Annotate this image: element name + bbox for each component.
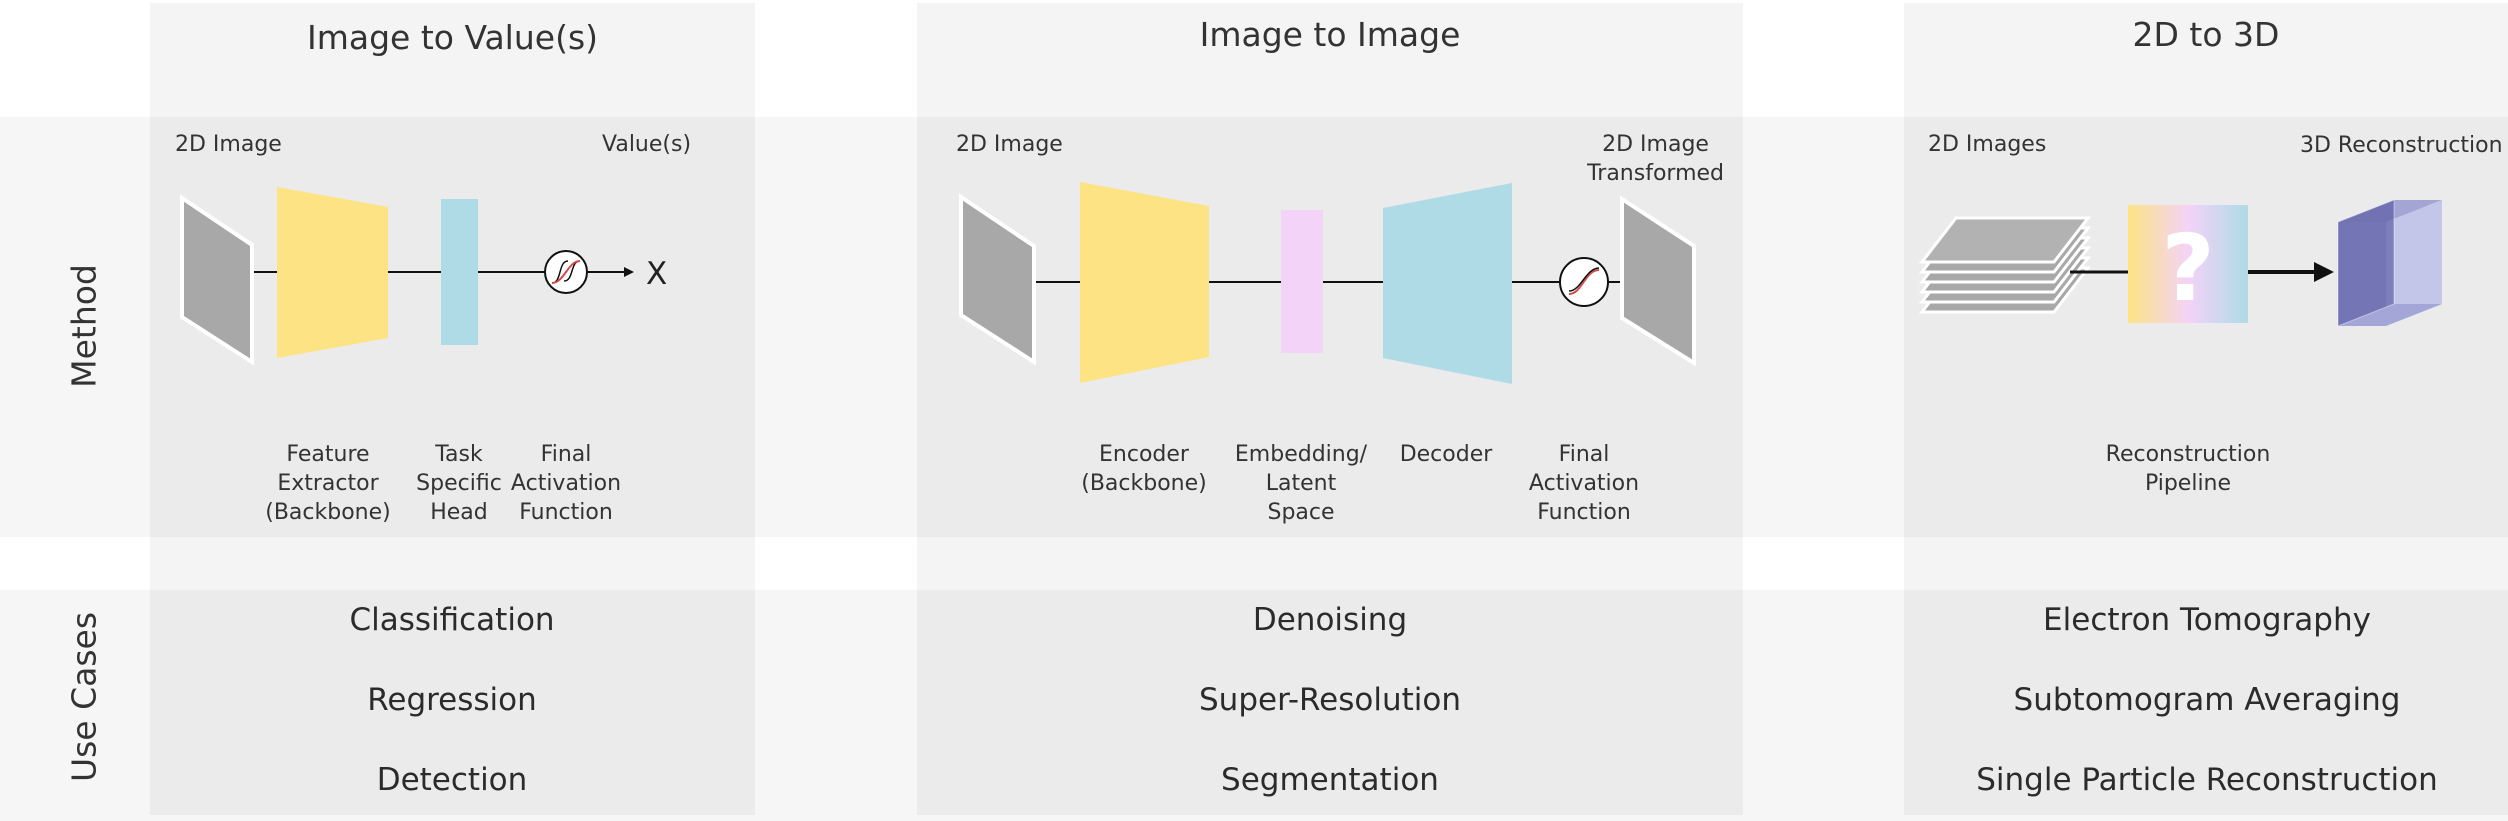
caption-encoder: Encoder (Backbone) xyxy=(1081,442,1207,496)
input-label-col2: 2D Image xyxy=(956,132,1063,157)
output-image-col2 xyxy=(1620,195,1696,367)
input-image-col1 xyxy=(180,194,254,366)
caption-final-activation-col1: Final Activation Function xyxy=(510,442,622,525)
input-label-col1: 2D Image xyxy=(175,132,282,157)
image-stack-icon xyxy=(1918,216,2092,314)
encoder-shape xyxy=(1080,182,1209,383)
input-image-col2 xyxy=(959,193,1036,366)
input-label-col3: 2D Images xyxy=(1928,132,2047,157)
column-title-image-to-values: Image to Value(s) xyxy=(306,18,599,57)
column-band-3 xyxy=(1904,3,2508,815)
feature-extractor-shape xyxy=(277,187,388,358)
usecase-segmentation: Segmentation xyxy=(1221,762,1439,798)
question-mark-symbol: ? xyxy=(2161,215,2214,322)
caption-task-specific-head: Task Specific Head xyxy=(416,442,502,525)
column-title-2d-to-3d: 2D to 3D xyxy=(2132,15,2280,54)
caption-feature-extractor: Feature Extractor (Backbone) xyxy=(265,442,391,525)
usecase-detection: Detection xyxy=(376,762,528,798)
cube-3d-icon xyxy=(2337,199,2442,327)
column-band-1 xyxy=(150,3,755,815)
latent-space-shape xyxy=(1281,210,1323,353)
usecase-single-particle: Single Particle Reconstruction xyxy=(1976,762,2438,798)
decoder-shape xyxy=(1383,183,1512,384)
usecase-super-resolution: Super-Resolution xyxy=(1198,682,1462,718)
usecase-classification: Classification xyxy=(349,602,555,638)
usecase-subtomogram-averaging: Subtomogram Averaging xyxy=(2013,682,2401,718)
column-title-image-to-image: Image to Image xyxy=(1199,15,1461,54)
usecase-electron-tomography: Electron Tomography xyxy=(2043,602,2371,638)
output-symbol: X xyxy=(646,256,667,292)
reconstruction-pipeline-shape xyxy=(2128,205,2248,323)
caption-decoder: Decoder xyxy=(1399,442,1493,467)
caption-embedding-latent: Embedding/ Latent Space xyxy=(1234,442,1368,525)
caption-reconstruction-pipeline: Reconstruction Pipeline xyxy=(2105,442,2271,496)
usecase-regression: Regression xyxy=(367,682,537,718)
output-label-col2: 2D Image Transformed xyxy=(1587,132,1724,186)
output-label-col1: Value(s) xyxy=(602,132,692,157)
usecase-denoising: Denoising xyxy=(1252,602,1408,638)
task-head-shape xyxy=(441,199,478,345)
column-band-2 xyxy=(917,3,1743,815)
output-label-col3: 3D Reconstruction xyxy=(2300,133,2503,158)
caption-final-activation-col2: Final Activation Function xyxy=(1528,442,1640,525)
